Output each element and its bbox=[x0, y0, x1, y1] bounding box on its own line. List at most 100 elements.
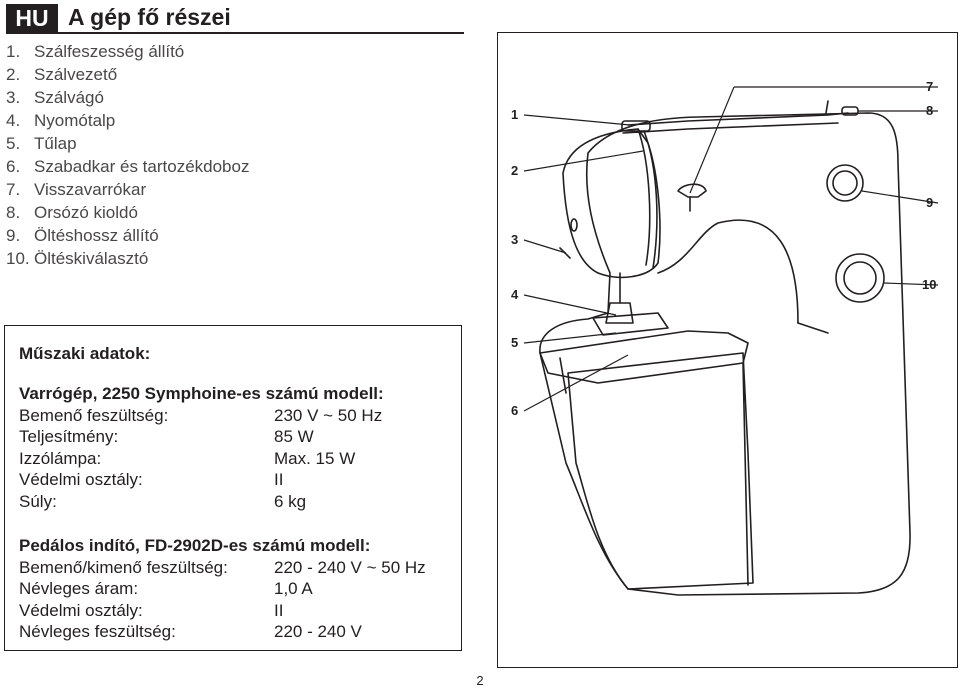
list-item: 4.Nyomótalp bbox=[6, 109, 249, 132]
machine-specs: Varrógép, 2250 Symphoine-es számú modell… bbox=[19, 383, 384, 512]
head-edge-2 bbox=[643, 130, 658, 269]
specs-title: Műszaki adatok: bbox=[19, 344, 151, 363]
header-rule bbox=[6, 32, 464, 34]
list-item: 8. Orsózó kioldó bbox=[6, 201, 249, 224]
parts-list: 1. Szálfeszesség állító 2. Szálvezető 3. Sz… bbox=[6, 40, 249, 270]
machine-body-outline bbox=[539, 112, 911, 596]
part-label: Öltéshossz állító bbox=[34, 226, 159, 245]
stitch-selector-knob-inner bbox=[843, 261, 877, 295]
needle-plate bbox=[592, 312, 669, 336]
list-item: 5. Tűlap bbox=[6, 132, 249, 155]
part-label: Szálvezető bbox=[34, 65, 118, 84]
spec-value: II bbox=[274, 470, 284, 489]
machine-specs-title: Varrógép, 2250 Symphoine-es számú modell… bbox=[19, 384, 384, 403]
spec-value: 220 - 240 V bbox=[274, 622, 362, 641]
spec-row: Teljesítmény:85 W bbox=[19, 426, 384, 448]
callout-9: 9 bbox=[926, 195, 933, 210]
spec-label: Izzólámpa: bbox=[19, 448, 102, 468]
callout-2: 2 bbox=[511, 163, 518, 178]
spec-value: 6 kg bbox=[274, 491, 307, 511]
part-number: 6. bbox=[6, 157, 21, 176]
leader-line-4 bbox=[523, 294, 617, 316]
part-label: Visszavarrókar bbox=[34, 180, 147, 199]
list-item: 9. Öltéshossz állító bbox=[6, 224, 249, 247]
spec-row: Bemenő feszültség: 230 V ~ 50 Hz bbox=[19, 405, 384, 427]
spec-label: Névleges áram: bbox=[19, 579, 139, 598]
pedal-specs-title: Pedálos indító, FD-2902D-es számú modell… bbox=[19, 536, 371, 555]
page-number: 2 bbox=[476, 673, 484, 688]
spec-row: Súly: 6 kg bbox=[19, 491, 384, 513]
callout-6: 6 bbox=[511, 403, 518, 418]
part-number: 3. bbox=[6, 88, 21, 107]
list-item: 6. Szabadkar és tartozékdoboz bbox=[6, 155, 249, 178]
list-item: 1. Szálfeszesség állító bbox=[6, 40, 249, 63]
spec-row: Bemenő/kimenő feszültség: 220 - 240 V ~ 5… bbox=[19, 557, 426, 579]
spec-value: Max. 15 W bbox=[274, 448, 356, 468]
head-hole bbox=[570, 218, 578, 232]
callout-10: 10 bbox=[922, 277, 936, 292]
part-label: Orsózó kioldó bbox=[34, 203, 138, 222]
part-number: 7. bbox=[6, 180, 21, 199]
spec-value: 230 V ~ 50 Hz bbox=[274, 405, 383, 425]
spec-value: 85 W bbox=[274, 427, 314, 446]
part-number: 8. bbox=[6, 203, 21, 222]
callout-1: 1 bbox=[511, 107, 518, 122]
spool-pin bbox=[825, 100, 829, 114]
part-label: Szabadkar és tartozékdoboz bbox=[34, 157, 250, 176]
stitch-length-knob bbox=[826, 164, 864, 202]
top-rail-2 bbox=[622, 122, 839, 134]
leader-line-2 bbox=[523, 150, 644, 172]
spec-label: Súly: bbox=[19, 491, 57, 511]
leader-line-6 bbox=[523, 354, 629, 412]
spec-label: Névleges feszültség: bbox=[19, 622, 176, 641]
callout-4: 4 bbox=[511, 287, 519, 302]
box-slot bbox=[559, 357, 567, 394]
list-item: 2. Szálvezető bbox=[6, 63, 249, 86]
spec-value: 1,0 A bbox=[274, 579, 313, 598]
part-number: 9. bbox=[6, 226, 21, 245]
spec-label: Bemenő/kimenő feszültség: bbox=[19, 557, 228, 577]
page-title: A gép fő részei bbox=[68, 4, 231, 30]
sewing-machine-illustration: 1 2 3 4 5 6 7 8 9 10 bbox=[511, 79, 939, 596]
presser-foot bbox=[605, 302, 634, 324]
accessory-box bbox=[567, 352, 754, 590]
callout-3: 3 bbox=[511, 232, 518, 247]
head-edge bbox=[637, 128, 651, 266]
machine-arm-curve bbox=[657, 219, 799, 324]
stitch-selector-knob bbox=[835, 253, 885, 303]
spec-row: Névleges áram: 1,0 A bbox=[19, 578, 370, 600]
sewing-machine-figure: 1 2 3 4 5 6 7 8 9 10 bbox=[497, 32, 958, 668]
tension-dial bbox=[621, 120, 651, 132]
spec-label: Bemenő feszültség: bbox=[19, 405, 169, 425]
leader-line-5 bbox=[523, 332, 617, 344]
list-item: 10.Öltéskiválasztó bbox=[6, 247, 249, 270]
part-label: Nyomótalp bbox=[34, 111, 116, 130]
part-label: Tűlap bbox=[34, 134, 77, 153]
callout-5: 5 bbox=[511, 335, 518, 350]
part-label: Öltéskiválasztó bbox=[34, 249, 149, 268]
part-number: 1. bbox=[6, 42, 21, 61]
free-arm-top bbox=[539, 330, 749, 384]
part-number: 2. bbox=[6, 65, 21, 84]
part-label: Szálfeszesség állító bbox=[34, 42, 185, 61]
spec-value: II bbox=[274, 600, 284, 620]
spec-row: Védelmi osztály: II bbox=[19, 469, 384, 491]
stitch-length-knob-inner bbox=[832, 170, 858, 196]
leader-line-1 bbox=[523, 114, 631, 126]
spec-label: Védelmi osztály: bbox=[19, 470, 143, 489]
page-header: HU A gép fő részei bbox=[6, 4, 464, 34]
thread-guide bbox=[677, 183, 707, 198]
language-badge: HU bbox=[6, 4, 58, 32]
top-rail bbox=[627, 112, 849, 126]
callout-8: 8 bbox=[926, 103, 933, 118]
part-number: 5. bbox=[6, 134, 21, 153]
spec-value: 220 - 240 V ~ 50 Hz bbox=[274, 557, 426, 577]
callout-7: 7 bbox=[926, 79, 933, 94]
leader-line-9 bbox=[861, 190, 939, 204]
reverse-lever bbox=[797, 322, 829, 334]
box-front-edge bbox=[742, 362, 749, 586]
leader-line-7b bbox=[689, 86, 735, 194]
part-number: 10. bbox=[6, 249, 30, 268]
leader-line-3 bbox=[523, 239, 567, 254]
spec-row: Névleges feszültség: 220 - 240 V bbox=[19, 621, 370, 643]
